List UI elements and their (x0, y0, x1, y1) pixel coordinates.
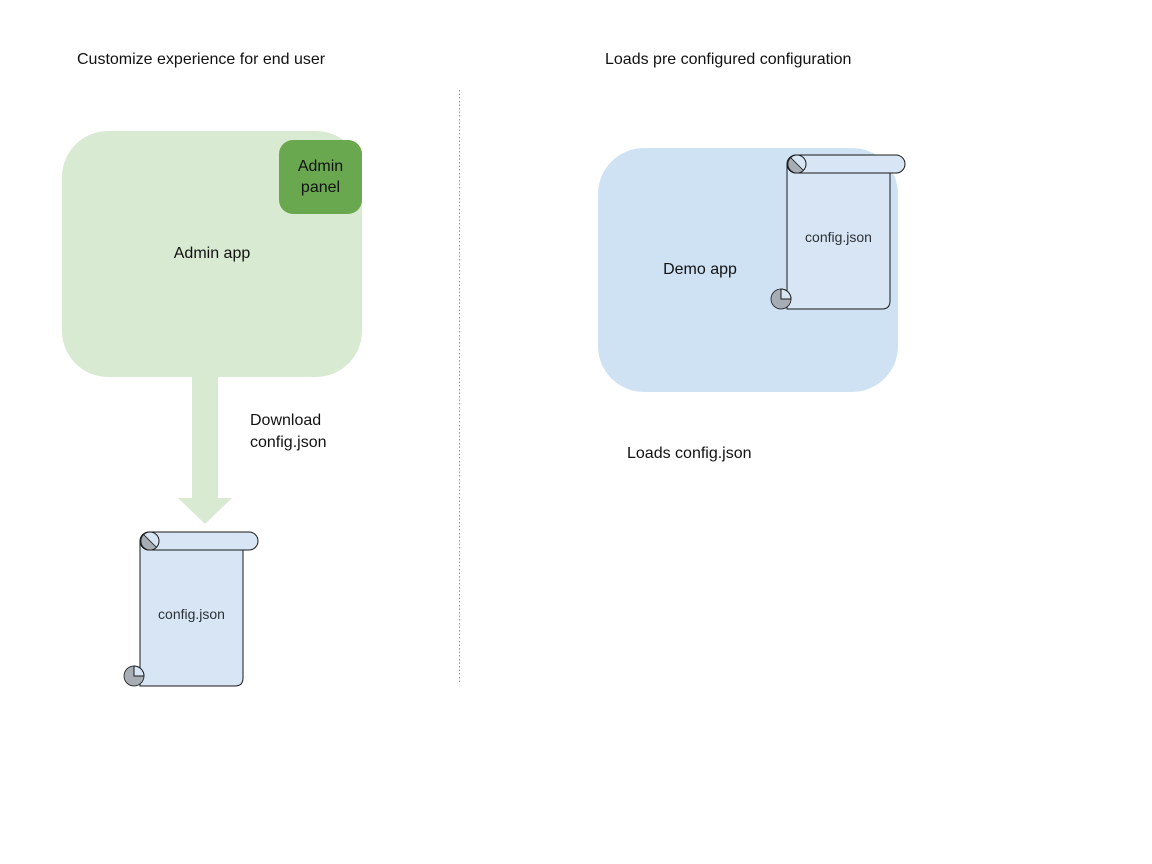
demo-app-label: Demo app (663, 261, 737, 278)
loads-config-caption: Loads config.json (627, 445, 752, 462)
scroll-roll-end-shade (140, 534, 157, 551)
scroll-top-roll (786, 154, 906, 174)
download-label-line2: config.json (250, 434, 327, 451)
scroll-icon (123, 531, 259, 687)
admin-panel-label-line2: panel (300, 179, 341, 196)
scroll-body (139, 540, 244, 687)
scroll-bottom-curl-notch (780, 288, 792, 300)
scroll-top-roll (139, 531, 259, 551)
download-arrow-label: Download config.json (250, 410, 327, 454)
scroll-icon (770, 154, 906, 310)
admin-app-label: Admin app (173, 245, 251, 262)
scroll-roll-end-shade (787, 157, 804, 174)
download-arrow-icon (178, 377, 232, 524)
download-arrow-shape (178, 377, 232, 524)
config-json-label: config.json (805, 229, 872, 245)
config-json-label: config.json (158, 606, 225, 622)
download-label-line1: Download (250, 412, 322, 429)
admin-panel-box: Admin panel (279, 140, 362, 214)
left-section-title: Customize experience for end user (77, 51, 326, 68)
right-section-title: Loads pre configured configuration (605, 51, 852, 68)
section-divider (459, 90, 460, 684)
admin-panel-label-line1: Admin (297, 158, 344, 175)
config-json-scroll-right: config.json (765, 149, 915, 317)
config-json-scroll-left: config.json (118, 526, 268, 694)
scroll-bottom-curl-notch (133, 665, 145, 677)
scroll-body (786, 163, 891, 310)
